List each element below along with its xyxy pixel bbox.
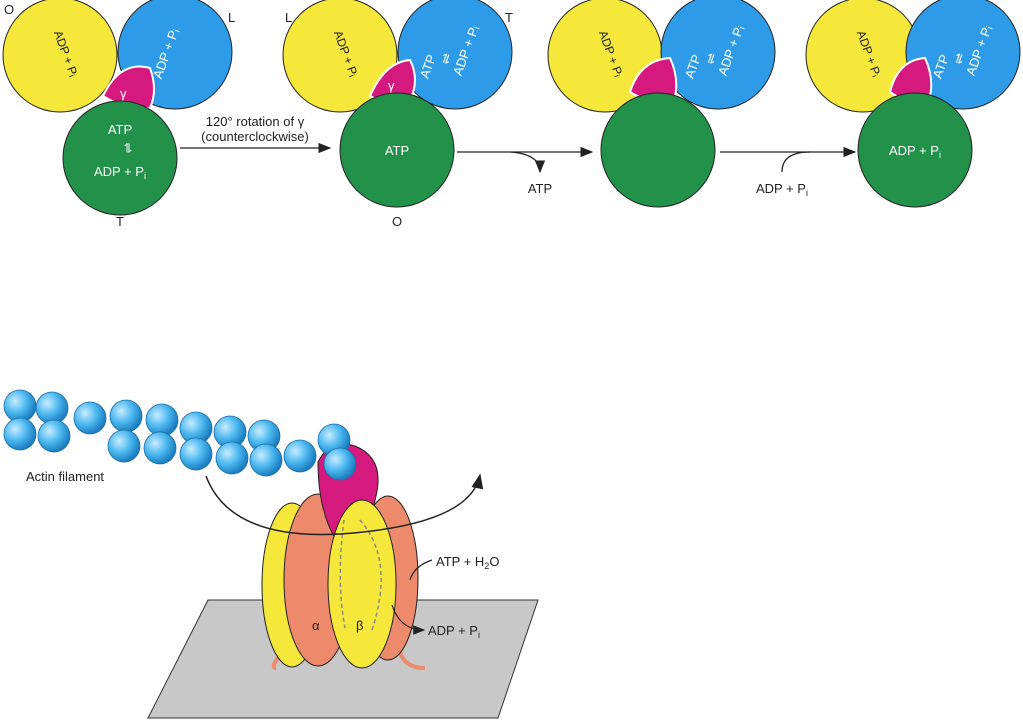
- blue-subunit: [398, 0, 512, 109]
- yellow-subunit-beta: [328, 500, 396, 668]
- step-2-arrow: ATP: [457, 152, 592, 196]
- rotation-experiment: α β ATP + H2O ADP + Pi: [4, 390, 538, 718]
- alpha-label: α: [312, 618, 320, 633]
- step-2-release-label: ATP: [528, 181, 552, 196]
- green-text-adp: ADP + Pi: [94, 164, 146, 181]
- step-3-bind-label: ADP + Pi: [756, 181, 808, 198]
- actin-filament: [4, 390, 356, 480]
- state-2: γ ADP + Pᵢ ATP ⇌ ADP + Pᵢ ATP L T O: [283, 0, 513, 229]
- actin-filament-label: Actin filament: [26, 469, 104, 484]
- green-text: ADP + Pi: [889, 143, 941, 160]
- green-text-eq: ⇌: [121, 143, 136, 154]
- pos-label-o: O: [4, 2, 14, 17]
- step-1-label-line2: (counterclockwise): [201, 129, 309, 144]
- pos-label-l: L: [285, 10, 292, 25]
- state-4: ADP + Pᵢ ATP ⇌ ADP + Pᵢ ADP + Pi: [806, 0, 1020, 207]
- pos-label-o: O: [392, 214, 402, 229]
- green-text-atp: ATP: [108, 122, 132, 137]
- pos-label-l: L: [228, 10, 235, 25]
- step-1-label-line1: 120° rotation of γ: [206, 114, 305, 129]
- step-3-arrow: ADP + Pi: [720, 152, 855, 198]
- blue-subunit: [661, 0, 775, 109]
- step-1-arrow: 120° rotation of γ (counterclockwise): [180, 114, 330, 148]
- state-3: ADP + Pᵢ ATP ⇌ ADP + Pᵢ: [548, 0, 775, 207]
- pos-label-t: T: [505, 10, 513, 25]
- adp-pi-label: ADP + Pi: [428, 623, 480, 640]
- beta-label: β: [356, 618, 363, 633]
- green-subunit: [601, 93, 715, 207]
- state-1: γ ADP + Pᵢ ADP + Pᵢ ATP ⇌ ADP + Pi O L T: [3, 0, 235, 229]
- atp-h2o-label: ATP + H2O: [436, 554, 499, 571]
- gamma-label: γ: [120, 86, 127, 101]
- green-text: ATP: [385, 143, 409, 158]
- gamma-label: γ: [388, 78, 395, 93]
- pos-label-t: T: [116, 214, 124, 229]
- green-subunit: [63, 101, 177, 215]
